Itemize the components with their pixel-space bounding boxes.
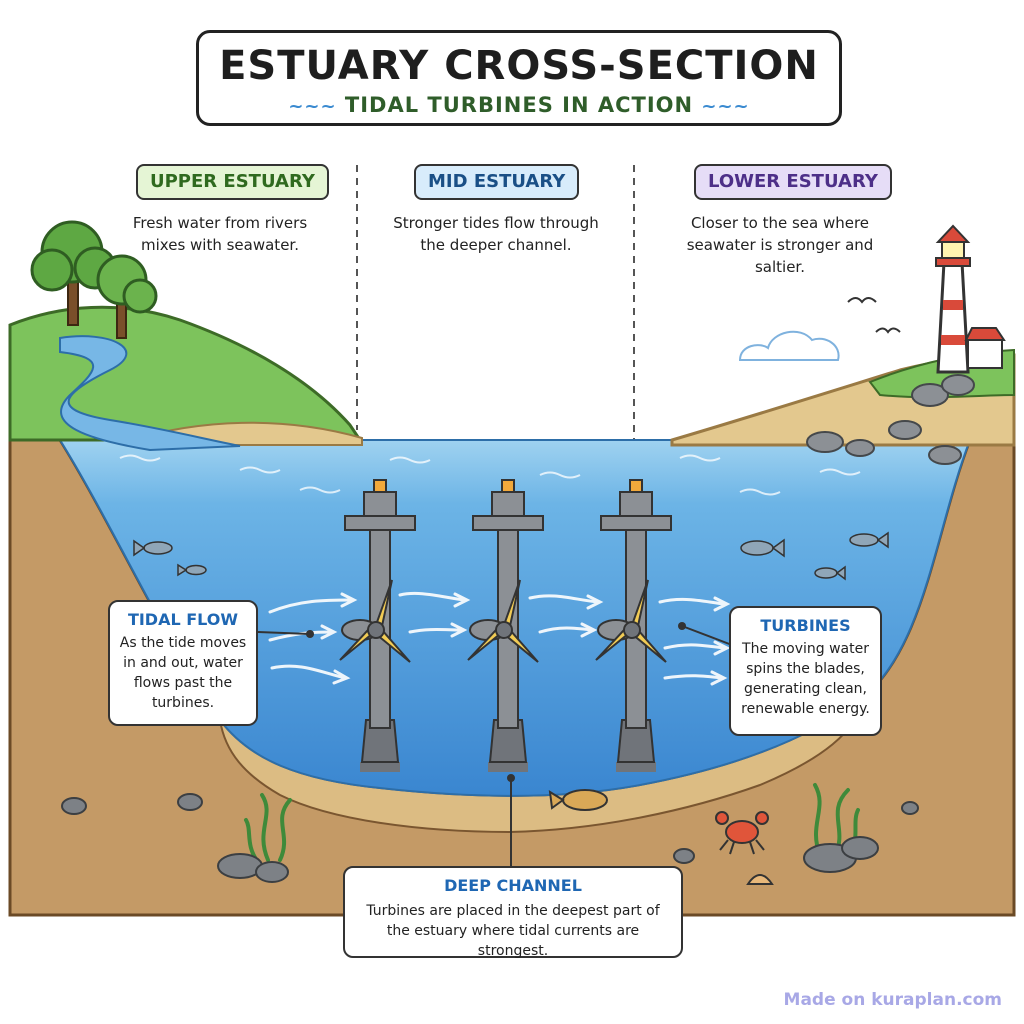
zone-description-upper: Fresh water from rivers mixes with seawa… <box>132 214 308 254</box>
page-title: ESTUARY CROSS-SECTION <box>219 43 819 89</box>
wave-icon: ~~~ <box>288 96 337 117</box>
deep-channel-text: Turbines are placed in the deepest part … <box>366 903 660 959</box>
flatfish-icon <box>548 789 608 811</box>
cloud-icon <box>738 330 840 361</box>
tidal-flow-text: As the tide moves in and out, water flow… <box>119 635 247 711</box>
turbines-title: TURBINES <box>760 616 851 635</box>
tree-1 <box>30 220 117 326</box>
left-hill <box>8 305 363 442</box>
fish-icon <box>133 531 889 581</box>
turbines-callout: TURBINES The moving water spins the blad… <box>729 606 882 736</box>
bird-icon <box>847 297 877 304</box>
lighthouse-icon <box>935 224 1006 374</box>
turbine-1 <box>339 479 416 772</box>
tidal-flow-pointer <box>257 631 311 635</box>
page-subtitle: TIDAL TURBINES IN ACTION <box>344 93 694 117</box>
surface-ripples <box>119 454 861 496</box>
deep-channel-callout: DEEP CHANNEL Turbines are placed in the … <box>343 866 683 959</box>
turbine-2 <box>467 479 544 772</box>
flow-arrows <box>268 591 731 686</box>
shell-icon <box>746 874 774 885</box>
seafloor-rocks <box>61 793 919 883</box>
bird-icon <box>875 327 901 334</box>
watermark: Made on kuraplan.com <box>783 990 1002 1010</box>
wave-icon: ~~~ <box>701 96 750 117</box>
zone-label-upper: UPPER ESTUARY <box>136 164 329 200</box>
tidal-flow-callout: TIDAL FLOW As the tide moves in and out,… <box>108 600 258 726</box>
turbines-text: The moving water spins the blades, gener… <box>741 641 870 717</box>
title-box: ESTUARY CROSS-SECTION ~~~ TIDAL TURBINES… <box>196 30 842 126</box>
crab-icon <box>715 811 769 855</box>
river <box>59 335 241 452</box>
shore-rocks <box>806 374 975 465</box>
zone-description-lower: Closer to the sea where seawater is stro… <box>686 214 874 276</box>
turbines-pointer <box>681 625 733 646</box>
zone-label-mid: MID ESTUARY <box>414 164 580 200</box>
zone-description-mid: Stronger tides flow through the deeper c… <box>393 214 599 254</box>
deep-channel-title: DEEP CHANNEL <box>444 876 582 895</box>
zone-label-lower: LOWER ESTUARY <box>694 164 892 200</box>
tree-2 <box>96 254 158 339</box>
page-subtitle-row: ~~~ TIDAL TURBINES IN ACTION ~~~ <box>199 93 839 117</box>
tidal-flow-title: TIDAL FLOW <box>127 610 239 629</box>
turbine-3 <box>595 479 672 772</box>
